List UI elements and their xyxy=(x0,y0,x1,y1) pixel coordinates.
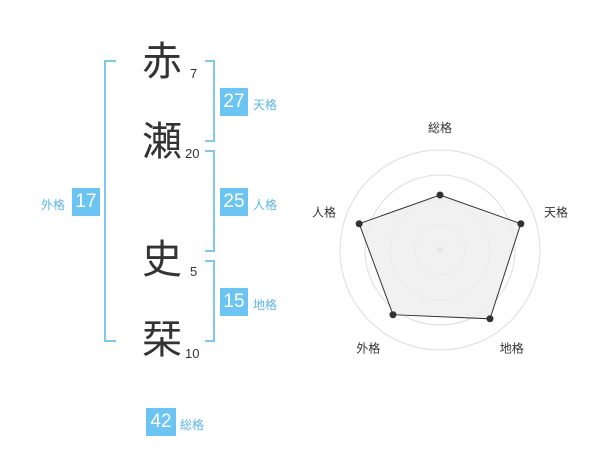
radar-axis-label: 総格 xyxy=(428,120,452,135)
radar-axis-label: 外格 xyxy=(356,341,380,356)
jin-value: 25 xyxy=(220,188,248,216)
gai-label: 外格 xyxy=(41,198,66,212)
radar-axis-label: 天格 xyxy=(544,204,568,219)
gai-bracket xyxy=(104,60,116,342)
name-char-2: 瀬 xyxy=(142,119,182,165)
chi-label: 地格 xyxy=(253,298,278,312)
radar-ring xyxy=(339,149,541,351)
ten-value: 27 xyxy=(220,88,248,116)
sou-value: 42 xyxy=(146,408,176,436)
name-char-3: 史 xyxy=(142,237,182,283)
radar-point xyxy=(486,315,494,323)
ten-label: 天格 xyxy=(253,98,278,112)
radar-point xyxy=(389,311,397,319)
ten-bracket xyxy=(205,60,215,142)
name-char-2-strokes: 20 xyxy=(185,146,200,161)
jin-bracket xyxy=(205,150,215,252)
radar-area xyxy=(358,194,522,320)
radar-point xyxy=(355,220,363,228)
chi-bracket xyxy=(205,260,215,342)
name-char-4-strokes: 10 xyxy=(185,346,200,361)
radar-axis-label: 人格 xyxy=(312,204,336,219)
jin-label: 人格 xyxy=(253,198,278,212)
name-char-3-strokes: 5 xyxy=(190,264,198,279)
radar-point xyxy=(436,191,444,199)
radar-point xyxy=(517,220,525,228)
radar-axis-label: 地格 xyxy=(500,341,524,356)
radar-ring xyxy=(364,174,516,326)
name-char-4: 栞 xyxy=(142,317,182,363)
name-char-1: 赤 xyxy=(142,39,182,85)
radar-points xyxy=(355,191,525,323)
gai-value: 17 xyxy=(72,188,100,216)
name-char-1-strokes: 7 xyxy=(190,66,198,81)
chi-value: 15 xyxy=(220,288,248,316)
sou-label: 総格 xyxy=(180,418,205,432)
